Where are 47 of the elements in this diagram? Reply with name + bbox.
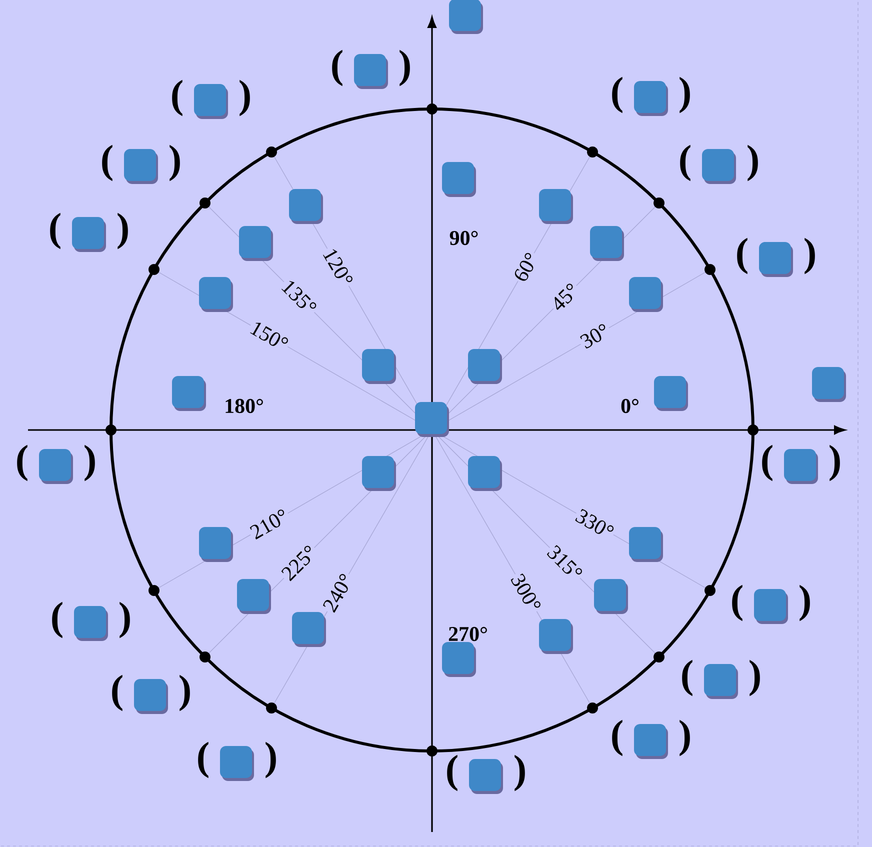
angle-label: 210° [246, 506, 292, 542]
angle-label: 30° [576, 320, 614, 352]
angle-label: 270° [448, 626, 487, 642]
angle-label: 0° [621, 398, 638, 414]
angle-label: 150° [246, 318, 292, 354]
parenthesis: ( [762, 444, 772, 482]
parenthesis: ( [612, 720, 622, 756]
parenthesis: ) [266, 742, 276, 778]
parenthesis: ) [750, 660, 760, 696]
angle-label: 315° [544, 542, 586, 584]
parenthesis: ) [118, 212, 128, 250]
angle-label: 180° [226, 398, 263, 414]
parenthesis: ) [800, 584, 810, 622]
angle-label: 225° [278, 542, 320, 584]
angle-label: 330° [572, 506, 618, 542]
parenthesis: ( [52, 602, 62, 638]
parenthesis: ( [17, 444, 28, 482]
angle-label: 135° [278, 276, 320, 318]
parenthesis: ) [514, 754, 525, 792]
parenthesis: ( [102, 144, 112, 182]
parenthesis: ) [748, 144, 758, 182]
parenthesis: ( [682, 660, 692, 696]
parenthesis: ( [332, 50, 342, 86]
parenthesis: ( [737, 238, 748, 274]
parenthesis: ) [84, 444, 95, 482]
parenthesis: ) [170, 144, 180, 182]
angle-label: 45° [547, 280, 582, 315]
parenthesis: ) [804, 238, 815, 274]
parenthesis: ) [680, 720, 690, 756]
angle-label: 60° [510, 248, 542, 286]
parenthesis: ) [120, 602, 130, 638]
parenthesis: ( [612, 76, 622, 114]
parenthesis: ) [180, 674, 190, 712]
parenthesis: ( [198, 742, 208, 778]
parenthesis: ( [172, 80, 182, 116]
parenthesis: ) [240, 80, 250, 116]
parenthesis: ( [112, 674, 122, 712]
parenthesis: ) [400, 50, 410, 86]
parenthesis: ( [50, 212, 60, 250]
parenthesis: ) [680, 76, 690, 114]
angle-label: 90° [450, 230, 478, 246]
parenthesis: ( [732, 584, 742, 622]
parenthesis: ( [680, 144, 690, 182]
angle-label: 120° [320, 244, 356, 290]
angle-label: 300° [508, 570, 544, 616]
parenthesis: ( [447, 754, 458, 792]
parenthesis: ) [830, 444, 840, 482]
